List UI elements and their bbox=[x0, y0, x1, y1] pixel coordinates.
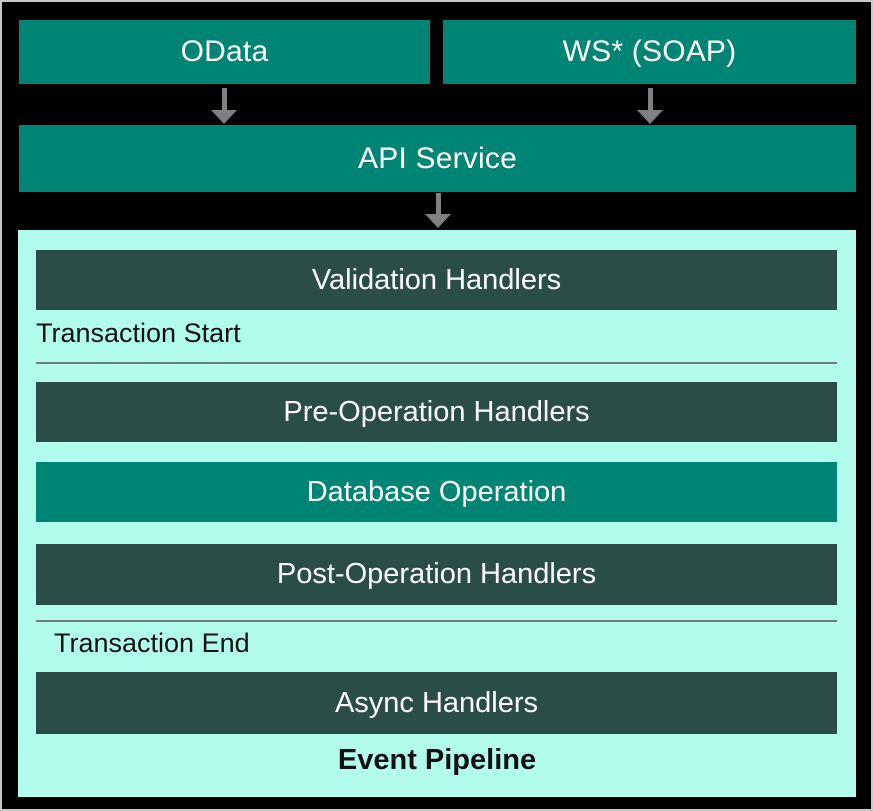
stage-label: Validation Handlers bbox=[311, 263, 562, 296]
arrow-down-icon bbox=[211, 88, 237, 124]
event-pipeline-title: Event Pipeline bbox=[337, 744, 537, 776]
stage-label: Database Operation bbox=[306, 475, 567, 508]
api-service-label: API Service bbox=[358, 141, 517, 175]
arrow-shaft bbox=[221, 88, 227, 110]
api-service-box: API Service bbox=[19, 125, 856, 192]
transaction-start-label: Transaction Start bbox=[36, 318, 241, 348]
stage-pre-operation-handlers: Pre-Operation Handlers bbox=[36, 382, 837, 442]
arrow-down-icon bbox=[425, 193, 451, 228]
stage-database-operation: Database Operation bbox=[36, 462, 837, 522]
stage-label: Post-Operation Handlers bbox=[276, 558, 597, 590]
arrow-shaft bbox=[435, 193, 441, 214]
transaction-end-label: Transaction End bbox=[54, 628, 250, 658]
transaction-start-divider bbox=[36, 362, 837, 364]
arrow-head bbox=[211, 110, 237, 124]
soap-endpoint-label: WS* (SOAP) bbox=[562, 35, 737, 68]
arrow-shaft bbox=[647, 88, 653, 110]
soap-endpoint-box: WS* (SOAP) bbox=[443, 20, 856, 84]
stage-label: Async Handlers bbox=[334, 686, 539, 719]
arrow-head bbox=[425, 214, 451, 228]
odata-endpoint-label: OData bbox=[180, 35, 269, 68]
stage-label: Pre-Operation Handlers bbox=[283, 395, 590, 428]
arrow-down-icon bbox=[637, 88, 663, 124]
event-pipeline-container: Validation Handlers Transaction Start Pr… bbox=[18, 230, 856, 797]
stage-validation-handlers: Validation Handlers bbox=[36, 250, 837, 310]
transaction-end-divider bbox=[36, 620, 837, 622]
stage-async-handlers: Async Handlers bbox=[36, 672, 837, 734]
stage-post-operation-handlers: Post-Operation Handlers bbox=[36, 544, 837, 605]
arrow-head bbox=[637, 110, 663, 124]
odata-endpoint-box: OData bbox=[19, 20, 430, 84]
